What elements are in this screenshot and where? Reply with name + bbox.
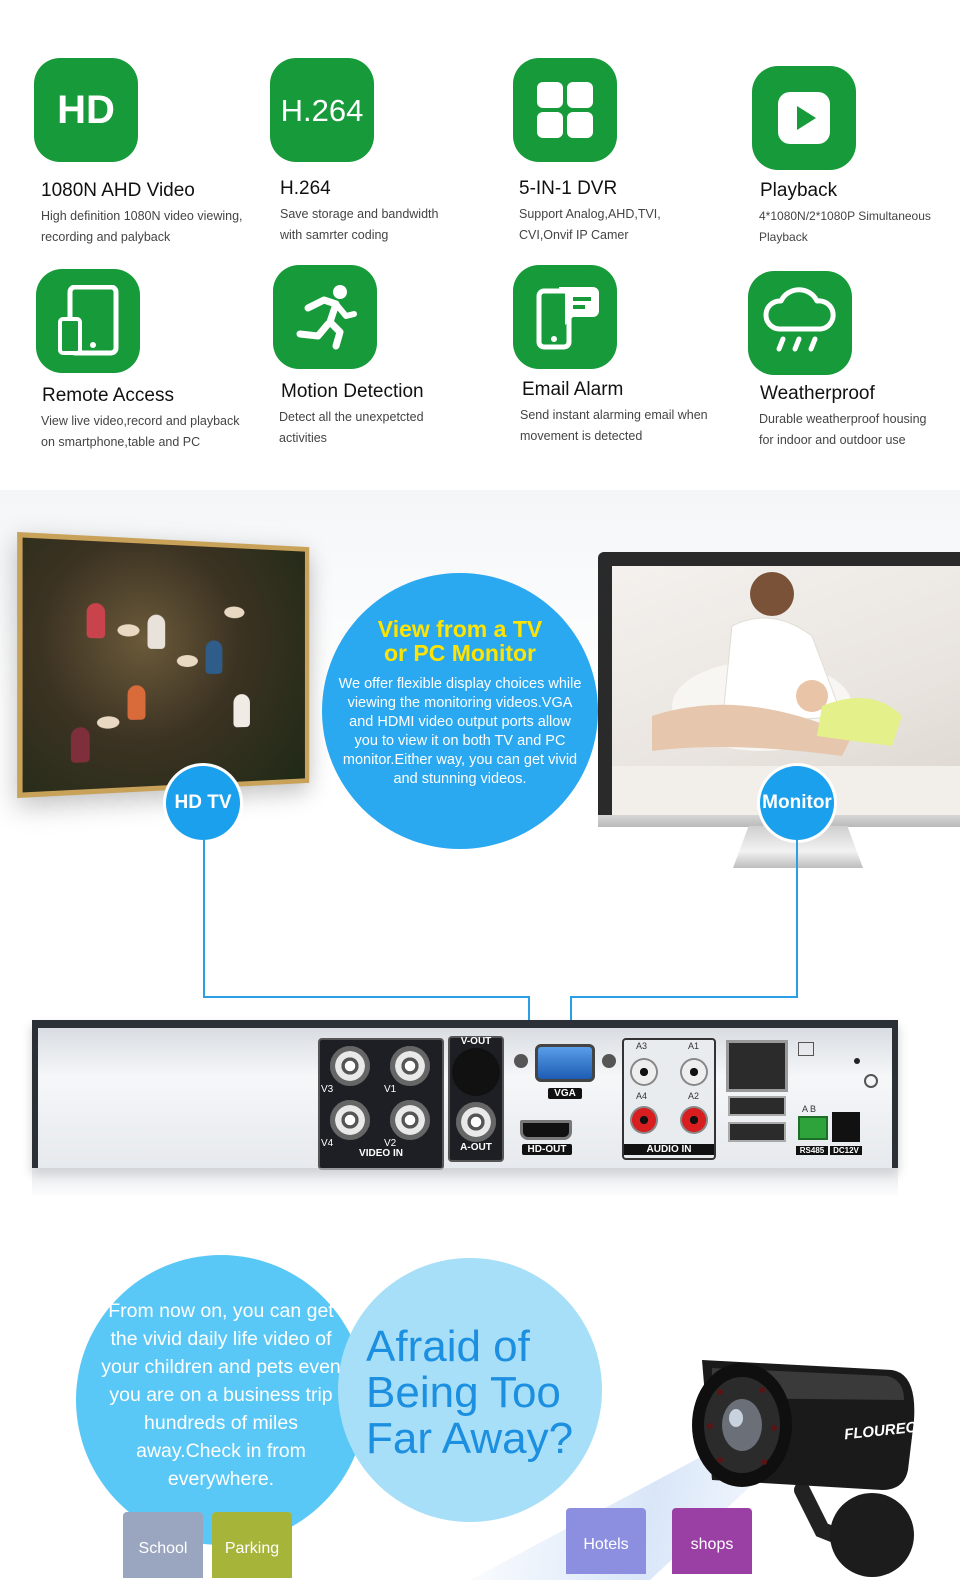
feature-title: Weatherproof <box>760 383 875 404</box>
hdmi-cable-line <box>203 840 530 998</box>
tv-badge: HD TV <box>166 766 240 840</box>
tv-screen <box>22 537 305 793</box>
feature-desc: Support Analog,AHD,TVI,CVI,Onvif IP Came… <box>519 207 661 242</box>
audio-in-label: AUDIO IN <box>624 1144 714 1155</box>
hdmi-port <box>520 1120 572 1140</box>
bnc-connector-v3 <box>330 1046 370 1086</box>
a-out-connector <box>456 1102 496 1142</box>
vga-cable-line <box>570 840 798 998</box>
vga-screw-right <box>602 1054 616 1068</box>
ground-icon <box>864 1074 878 1088</box>
video-in-label: VIDEO IN <box>359 1148 403 1159</box>
vga-screw-left <box>514 1054 528 1068</box>
usb-port-1 <box>728 1096 786 1116</box>
bnc-connector-v2 <box>390 1100 430 1140</box>
monitor-badge: Monitor <box>760 766 834 840</box>
rca-a1 <box>680 1058 708 1086</box>
headline-line-2: Being Too <box>366 1368 561 1417</box>
bnc-connector-v4 <box>330 1100 370 1140</box>
feature-title: Email Alarm <box>522 379 624 400</box>
grid-icon <box>513 58 617 162</box>
usb-port-2 <box>728 1122 786 1142</box>
bullet-camera-image: FLOUREON <box>672 1340 960 1580</box>
hd-out-label: HD-OUT <box>522 1144 572 1155</box>
feature-hd-video: HD 1080N AHD Video High definition 1080N… <box>34 58 254 248</box>
phone-message-icon <box>513 265 617 369</box>
tag-shops: shops <box>672 1508 752 1574</box>
headline-line-3: Far Away? <box>366 1414 574 1463</box>
play-icon <box>752 66 856 170</box>
running-man-icon <box>273 265 377 369</box>
feature-desc: High definition 1080N video viewing,reco… <box>41 209 243 244</box>
dvr-back-panel: V3 V1 V4 V2 VIDEO IN V-OUT A-OUT VGA HD-… <box>32 1020 898 1170</box>
tag-school: School <box>123 1512 203 1578</box>
bnc-connector-v1 <box>390 1046 430 1086</box>
monitor-screen <box>612 566 960 815</box>
feature-title: 1080N AHD Video <box>41 180 195 201</box>
power-indicator <box>854 1058 860 1064</box>
feature-email-alarm: Email Alarm Send instant alarming email … <box>513 265 733 447</box>
headline-circle: Afraid of Being Too Far Away? <box>338 1258 602 1522</box>
feature-weatherproof: Weatherproof Durable weatherproof housin… <box>748 271 960 451</box>
display-description: We offer flexible display choices while … <box>338 676 582 787</box>
display-info-circle: View from a TV or PC Monitor We offer fl… <box>322 573 598 849</box>
audio-in-panel <box>622 1038 716 1160</box>
h264-icon: H.264 <box>270 58 374 162</box>
ethernet-port <box>726 1040 788 1092</box>
tablet-icon <box>36 269 140 373</box>
dvr-reflection <box>32 1168 898 1198</box>
vga-label: VGA <box>548 1088 582 1099</box>
feature-title: 5-IN-1 DVR <box>519 178 618 199</box>
rca-a2 <box>680 1106 708 1134</box>
feature-title: Remote Access <box>42 385 174 406</box>
rca-a3 <box>630 1058 658 1086</box>
feature-5in1-dvr: 5-IN-1 DVR Support Analog,AHD,TVI,CVI,On… <box>513 58 733 246</box>
rain-cloud-icon <box>748 271 852 375</box>
feature-remote-access: Remote Access View live video,record and… <box>36 269 256 453</box>
feature-title: H.264 <box>280 178 331 199</box>
v-out-connector <box>452 1048 500 1096</box>
remote-life-circle: From now on, you can get the vivid daily… <box>76 1255 366 1545</box>
tv-image <box>17 531 310 799</box>
rs485-terminal <box>798 1116 828 1140</box>
rca-a4 <box>630 1106 658 1134</box>
hd-icon: HD <box>34 58 138 162</box>
remote-life-text: From now on, you can get the vivid daily… <box>101 1300 341 1490</box>
tag-parking: Parking <box>212 1512 292 1578</box>
headline-line-1: Afraid of <box>366 1322 530 1371</box>
dc-power-jack <box>832 1112 860 1142</box>
network-icon <box>798 1042 814 1056</box>
display-title: View from a TV or PC Monitor <box>377 616 543 666</box>
vga-port <box>535 1044 595 1082</box>
feature-title: Motion Detection <box>281 381 424 402</box>
feature-title: Playback <box>760 180 838 201</box>
feature-motion-detection: Motion Detection Detect all the unexpetc… <box>273 265 493 449</box>
pc-monitor-image <box>598 552 960 827</box>
tag-hotels: Hotels <box>566 1508 646 1574</box>
